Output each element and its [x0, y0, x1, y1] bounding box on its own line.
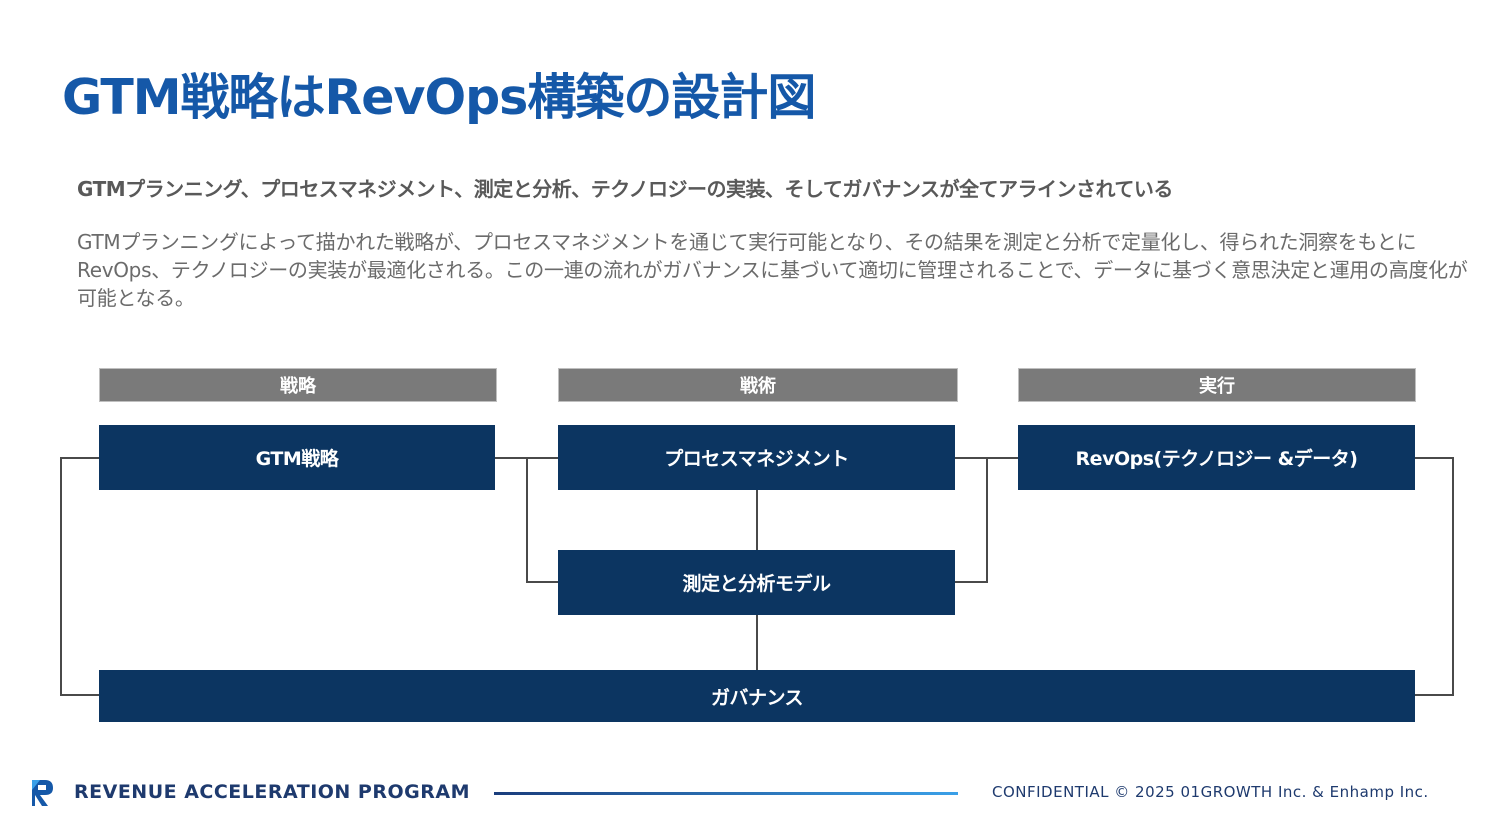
connector-line	[1415, 694, 1454, 696]
slide-subtitle: GTMプランニング、プロセスマネジメント、測定と分析、テクノロジーの実装、そして…	[77, 177, 1173, 201]
slide-body-text: GTMプランニングによって描かれた戦略が、プロセスマネジメントを通じて実行可能と…	[77, 230, 1468, 310]
connector-line	[60, 457, 99, 459]
box-process-management: プロセスマネジメント	[558, 425, 955, 490]
connector-line	[526, 581, 558, 583]
connector-line	[955, 581, 988, 583]
footer-brand: REVENUE ACCELERATION PROGRAM	[74, 781, 470, 803]
connector-line	[60, 694, 99, 696]
connector-line	[60, 457, 62, 696]
footer-confidential: CONFIDENTIAL © 2025 01GROWTH Inc. & Enha…	[992, 783, 1429, 801]
box-revops: RevOps(テクノロジー &データ)	[1018, 425, 1415, 490]
connector-line	[526, 457, 528, 583]
phase-header-tactics: 戦術	[558, 368, 958, 402]
phase-header-execution: 実行	[1018, 368, 1416, 402]
connector-line	[756, 615, 758, 670]
page-title: GTM戦略はRevOps構築の設計図	[62, 69, 816, 126]
connector-line	[1452, 457, 1454, 696]
connector-line	[1415, 457, 1454, 459]
box-measurement-analysis: 測定と分析モデル	[558, 550, 955, 615]
box-governance: ガバナンス	[99, 670, 1415, 722]
box-gtm-strategy: GTM戦略	[99, 425, 495, 490]
connector-line	[986, 457, 988, 583]
brand-logo-icon	[30, 778, 56, 808]
connector-line	[756, 490, 758, 550]
phase-header-strategy: 戦略	[99, 368, 497, 402]
footer-divider	[494, 792, 958, 795]
